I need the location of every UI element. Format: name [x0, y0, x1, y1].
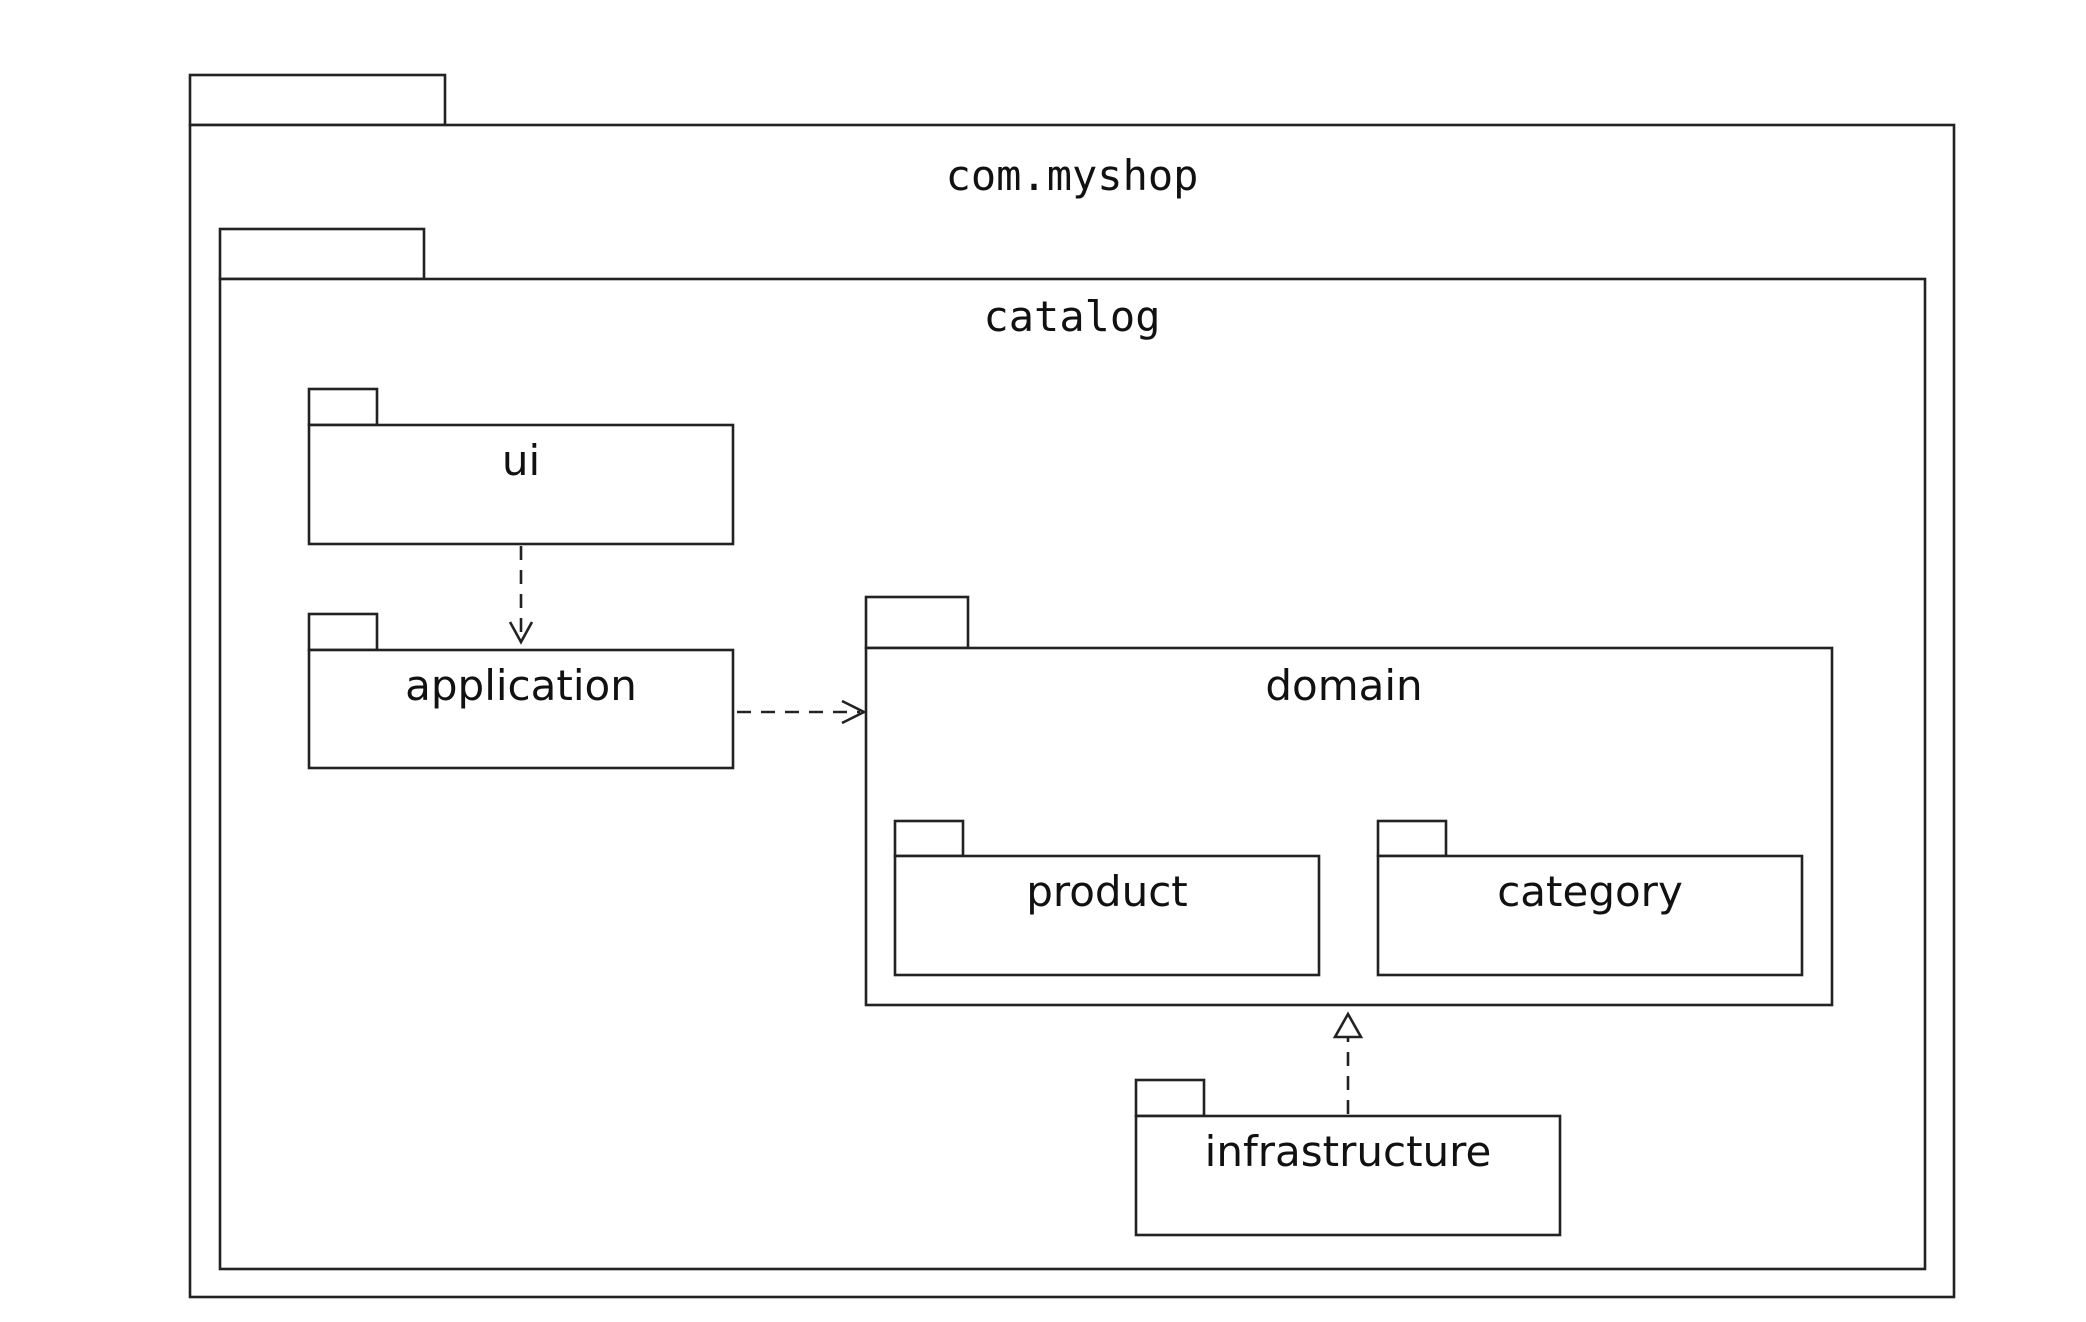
package-domain-tab — [864, 595, 970, 650]
package-product[interactable]: product — [893, 819, 1321, 977]
package-category-label: category — [1497, 867, 1683, 916]
package-catalog-tab — [218, 227, 426, 281]
realization-infrastructure-to-domain[interactable] — [1332, 1011, 1364, 1114]
package-category[interactable]: category — [1376, 819, 1804, 977]
package-infrastructure-tab — [1134, 1078, 1206, 1118]
package-ui-body — [307, 423, 735, 546]
package-domain-label: domain — [1265, 661, 1422, 710]
dependency-application-to-domain[interactable] — [737, 699, 867, 725]
package-product-tab — [893, 819, 965, 858]
package-ui-tab — [307, 387, 379, 427]
package-product-body — [893, 854, 1321, 977]
dependency-application-to-domain-arrowhead — [841, 699, 867, 725]
package-catalog-label: catalog — [983, 292, 1160, 341]
package-ui[interactable]: ui — [307, 387, 735, 546]
package-com-myshop-label: com.myshop — [946, 151, 1199, 200]
package-infrastructure-label: infrastructure — [1205, 1127, 1492, 1176]
package-infrastructure-body — [1134, 1114, 1562, 1237]
package-infrastructure[interactable]: infrastructure — [1134, 1078, 1562, 1237]
package-com-myshop-tab — [188, 73, 447, 127]
package-product-label: product — [1026, 867, 1188, 916]
dependency-ui-to-application-arrowhead — [508, 621, 534, 645]
package-application-body — [307, 648, 735, 770]
package-category-tab — [1376, 819, 1448, 858]
package-application-label: application — [405, 661, 637, 710]
package-category-body — [1376, 854, 1804, 977]
package-application[interactable]: application — [307, 612, 735, 770]
realization-infrastructure-to-domain-arrowhead — [1332, 1011, 1364, 1039]
package-application-tab — [307, 612, 379, 652]
dependency-ui-to-application[interactable] — [508, 546, 534, 645]
package-ui-label: ui — [502, 436, 540, 485]
